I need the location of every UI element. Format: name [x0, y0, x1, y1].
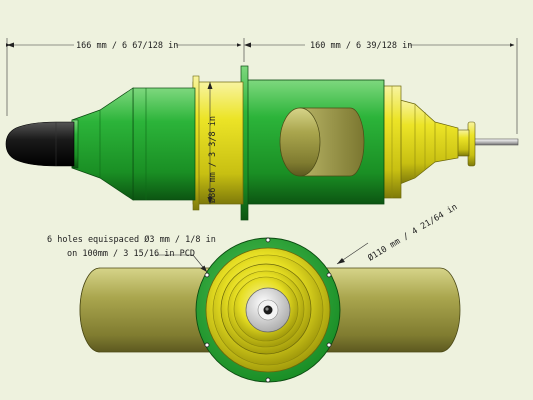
bolt-holes	[204, 237, 332, 383]
bolt-hole	[326, 342, 332, 348]
green-left-body	[132, 87, 196, 201]
body-diameter-label: Ø86 mm / 3 3/8 in	[207, 116, 218, 203]
flange-diameter-dimension: Ø110 mm / 4 21/64 in	[336, 201, 459, 265]
side-port	[279, 107, 365, 177]
yellow-cylinder	[192, 81, 244, 205]
bolt-hole	[265, 377, 271, 383]
left-length-label: 166 mm / 6 67/128 in	[76, 41, 178, 51]
bolt-hole	[204, 272, 210, 278]
black-nose-cap	[5, 121, 75, 167]
bolt-hole	[326, 272, 332, 278]
bolt-hole	[265, 237, 271, 243]
end-view	[79, 237, 461, 383]
right-cone	[399, 99, 459, 185]
holes-note: 6 holes equispaced Ø3 mm / 1/8 in on 100…	[47, 234, 216, 273]
right-length-label: 160 mm / 6 39/128 in	[310, 41, 412, 51]
length-dimension: 166 mm / 6 67/128 in 160 mm / 6 39/128 i…	[5, 38, 518, 134]
side-view	[5, 65, 519, 221]
holes-note-line2: on 100mm / 3 15/16 in PCD	[67, 249, 195, 259]
flange-diameter-label: Ø110 mm / 4 21/64 in	[366, 201, 459, 263]
bolt-hole	[204, 342, 210, 348]
body-diameter-dimension: Ø86 mm / 3 3/8 in	[207, 82, 218, 204]
holes-note-line1: 6 holes equispaced Ø3 mm / 1/8 in	[47, 234, 216, 245]
green-left-cone	[71, 87, 134, 201]
